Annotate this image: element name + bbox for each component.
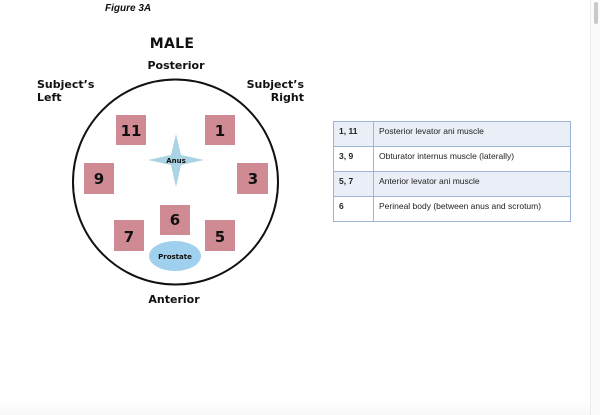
table-row: 3, 9 Obturator internus muscle (laterall… (333, 146, 571, 172)
position-box-6: 6 (160, 205, 190, 235)
table-row: 6 Perineal body (between anus and scrotu… (333, 196, 571, 222)
row-positions: 5, 7 (333, 171, 374, 197)
subject-right-line2: Right (270, 91, 304, 104)
subject-left-line1: Subject’s (37, 78, 95, 91)
position-1-label: 1 (215, 122, 225, 140)
page-bottom-edge (0, 403, 600, 415)
position-box-7-fill (114, 220, 144, 251)
position-box-5: 5 (205, 220, 235, 251)
position-box-9-fill (84, 163, 114, 194)
subject-right-line1: Subject’s (246, 78, 304, 91)
diagram-title: MALE (149, 36, 195, 52)
table-row: 5, 7 Anterior levator ani muscle (333, 171, 571, 197)
position-box-7: 7 (114, 220, 144, 251)
position-3-label: 3 (248, 170, 258, 188)
position-box-1-fill (205, 115, 235, 145)
subject-left-label: Subject’s Left (37, 78, 94, 104)
position-box-3-fill (237, 163, 268, 194)
row-positions: 1, 11 (333, 121, 374, 147)
anus-label: Anus (166, 157, 186, 165)
position-box-11-fill (116, 115, 146, 145)
position-7-label: 7 (124, 228, 134, 246)
anus-star-shape (148, 134, 204, 187)
position-box-1: 1 (205, 115, 235, 145)
table-row: 1, 11 Posterior levator ani muscle (333, 121, 571, 147)
row-description: Anterior levator ani muscle (373, 171, 571, 197)
position-9-label: 9 (94, 170, 104, 188)
row-positions: 3, 9 (333, 146, 374, 172)
figure-label: Figure 3A (105, 3, 152, 14)
position-box-6-fill (160, 205, 190, 235)
position-key-table: 1, 11 Posterior levator ani muscle 3, 9 … (333, 121, 571, 222)
prostate-ellipse (149, 241, 201, 271)
subject-right-label: Subject’s Right (240, 78, 304, 104)
anterior-label: Anterior (148, 293, 200, 306)
position-box-3: 3 (237, 163, 268, 194)
posterior-label: Posterior (147, 59, 205, 72)
vertical-scrollbar[interactable] (590, 0, 600, 415)
row-description: Perineal body (between anus and scrotum) (373, 196, 571, 222)
row-description: Obturator internus muscle (laterally) (373, 146, 571, 172)
row-positions: 6 (333, 196, 374, 222)
position-6-label: 6 (170, 211, 180, 229)
pelvic-outline-circle (72, 78, 279, 286)
row-description: Posterior levator ani muscle (373, 121, 571, 147)
position-11-label: 11 (121, 122, 142, 140)
position-box-5-fill (205, 220, 235, 251)
position-5-label: 5 (215, 228, 225, 246)
subject-left-line2: Left (37, 91, 62, 104)
position-box-9: 9 (84, 163, 114, 194)
scrollbar-thumb[interactable] (594, 2, 598, 24)
position-box-11: 11 (116, 115, 146, 145)
prostate-label: Prostate (158, 253, 192, 261)
